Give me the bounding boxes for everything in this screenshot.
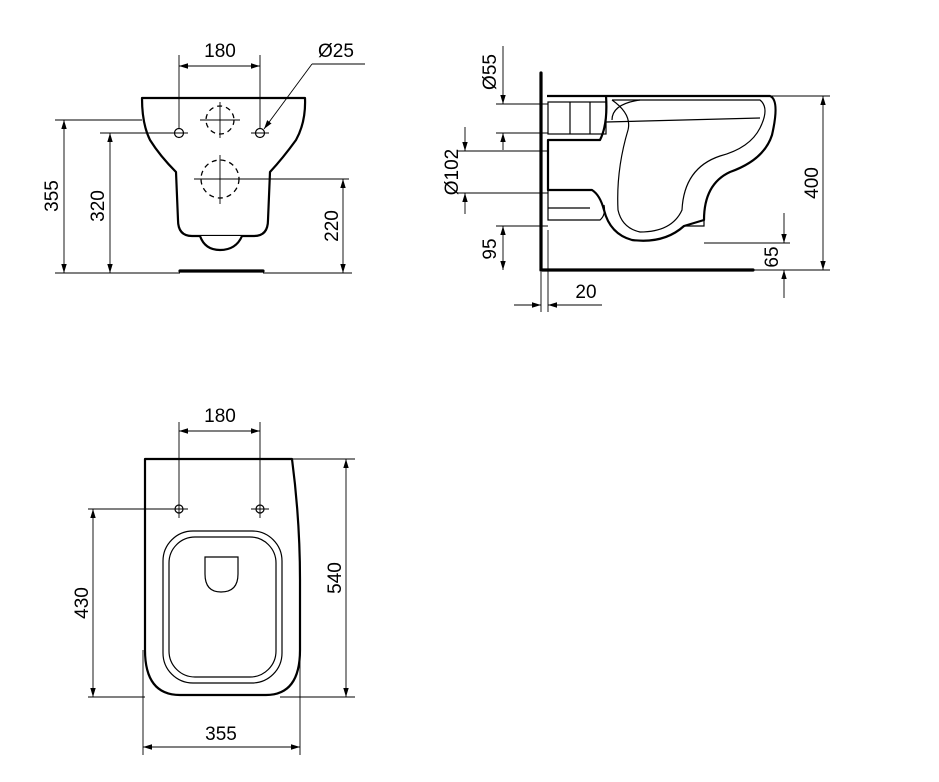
dim-outlet-bottom-label: 95: [480, 238, 501, 259]
dim-bolt-spacing-label: 180: [204, 41, 236, 62]
dim-foot-height-label: 65: [762, 246, 783, 267]
side-rim-line: [605, 117, 761, 123]
front-view: 180 Ø25 355 320 220: [42, 41, 365, 274]
inlet-fitting: [547, 101, 607, 135]
dim-bolt-diameter-label: Ø25: [318, 41, 354, 62]
front-bowl-outline: [140, 96, 307, 238]
bowl-opening: [204, 556, 239, 593]
seat-outer: [162, 530, 283, 684]
front-bowl-lip: [198, 235, 244, 252]
top-view: 180 430 540 355: [72, 406, 355, 755]
side-flush-curve: [611, 99, 641, 121]
dim-bolt-depth-label: 430: [72, 587, 93, 619]
side-foot: [684, 220, 705, 227]
dim-side-total-height-label: 400: [802, 167, 823, 199]
dim-inlet-diameter-label: Ø55: [480, 54, 501, 90]
dim-top-bolt-spacing-label: 180: [204, 406, 236, 427]
top-bowl-outline: [143, 457, 302, 697]
side-view: Ø55 Ø102 95 400 65 20: [442, 46, 830, 312]
dim-outlet-height-label: 220: [322, 210, 343, 242]
dim-wall-offset-label: 20: [575, 282, 596, 303]
dim-width-label: 355: [205, 724, 237, 745]
dim-bolt-height-label: 320: [88, 190, 109, 222]
leader-line: [263, 63, 313, 130]
outlet-pipe: [547, 190, 606, 221]
side-bowl-outline: [546, 94, 777, 242]
dim-outlet-diameter-label: Ø102: [442, 149, 463, 195]
dim-total-depth-label: 540: [325, 562, 346, 594]
seat-inner: [168, 536, 277, 678]
dim-total-height-label: 355: [42, 180, 63, 212]
side-bowl-inner: [611, 99, 766, 233]
